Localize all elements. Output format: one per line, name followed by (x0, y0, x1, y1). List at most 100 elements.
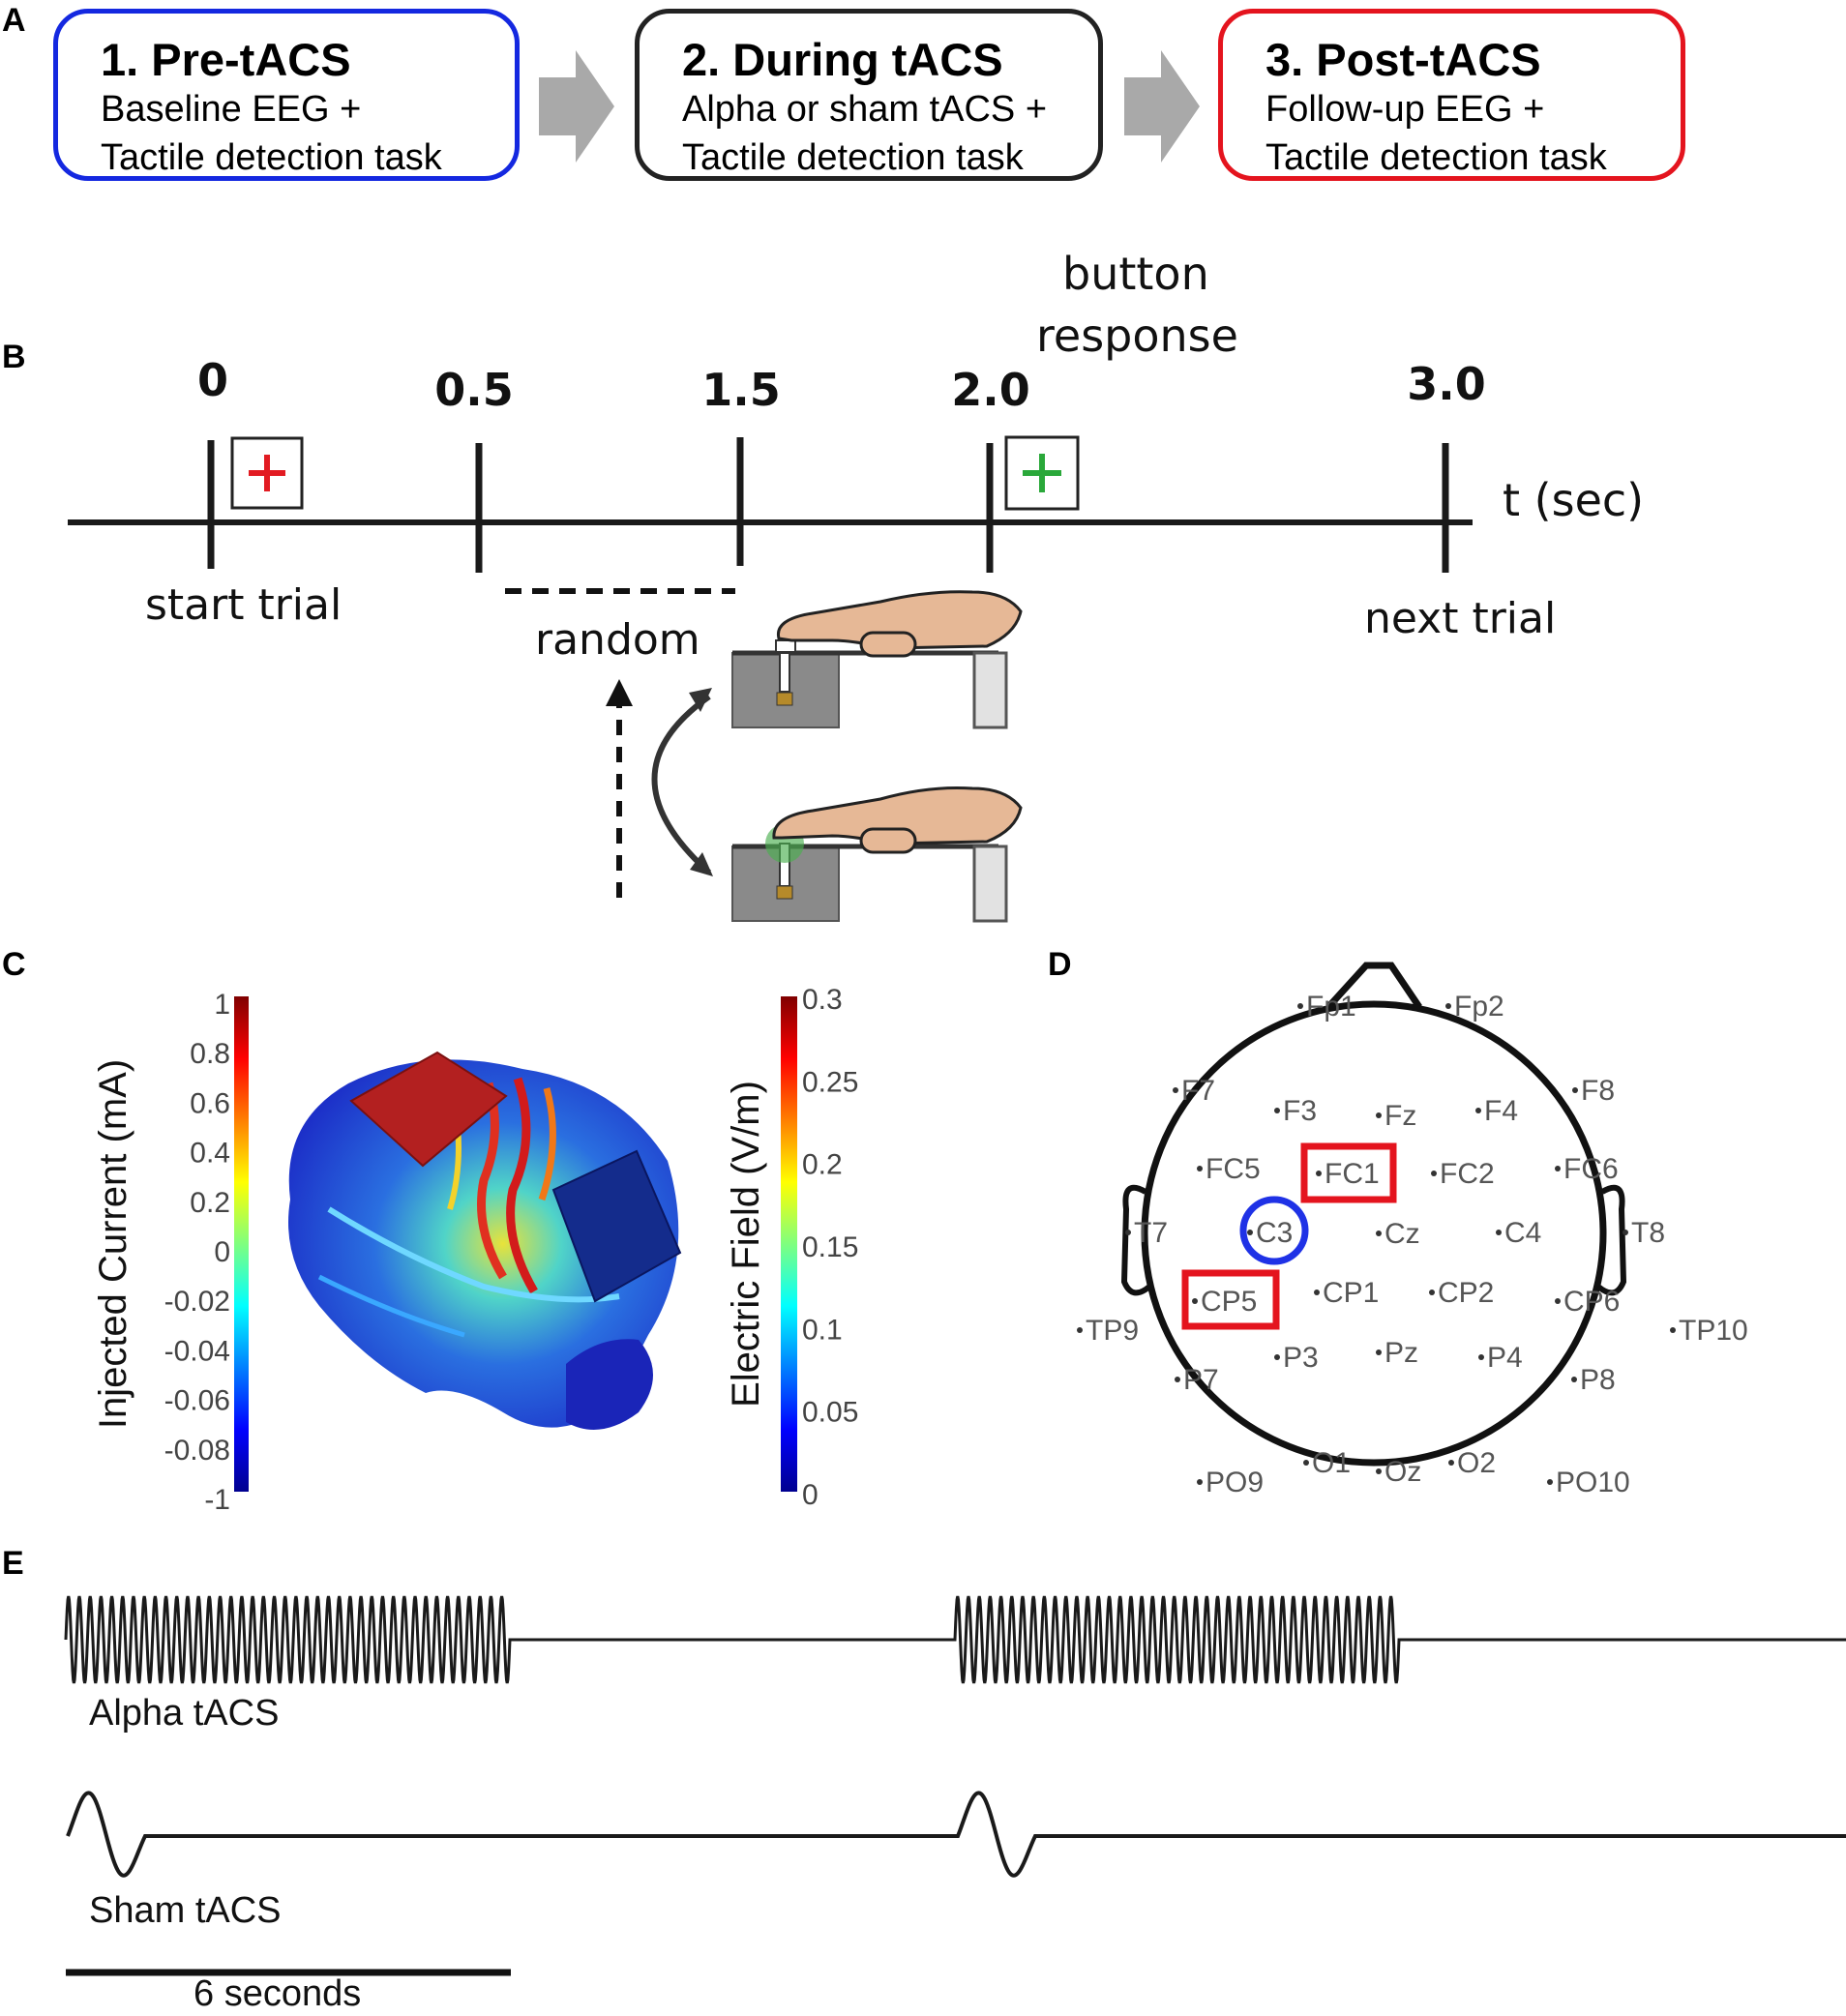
fixation-cross-green (1004, 435, 1080, 511)
electrode-label: PO10 (1556, 1467, 1630, 1498)
arrowhead-icon (689, 688, 712, 712)
electrode-f7: F7 (1173, 1075, 1215, 1107)
step-line: Alpha or sham tACS + (682, 89, 1048, 130)
step-line: Tactile detection task (1265, 137, 1607, 178)
electrode-label: Pz (1384, 1337, 1418, 1369)
electrode-label: FC1 (1325, 1158, 1380, 1190)
scale-bar-label: 6 seconds (194, 1973, 362, 2014)
electrode-label: P4 (1487, 1342, 1523, 1374)
head-outline (1141, 1000, 1607, 1467)
electrode-po10: PO10 (1547, 1467, 1630, 1498)
sham-tacs-wave (66, 1791, 1846, 1878)
electrode-dot (1197, 1479, 1203, 1485)
electrode-dot (1173, 1087, 1178, 1093)
panel-label-a: A (2, 2, 26, 39)
step-title: 3. Post-tACS (1265, 34, 1541, 85)
electrode-po9: PO9 (1197, 1467, 1264, 1498)
electrode-fc6: FC6 (1555, 1153, 1619, 1185)
electrode-label: FC6 (1563, 1153, 1619, 1185)
step-line: Tactile detection task (101, 137, 442, 178)
button-response-label: button (1062, 248, 1209, 300)
electrode-label: O2 (1457, 1447, 1496, 1479)
electrode-cathode (551, 1149, 682, 1303)
electrode-tp10: TP10 (1670, 1315, 1748, 1347)
alpha-tacs-label: Alpha tACS (89, 1693, 280, 1734)
electrode-dot (1274, 1354, 1280, 1360)
electrode-dot (1376, 1349, 1382, 1355)
panel-label-b: B (2, 339, 26, 375)
step-line: Follow-up EEG + (1265, 89, 1545, 130)
electrode-p3: P3 (1274, 1342, 1319, 1374)
current-tick-label: -0.02 (164, 1286, 230, 1318)
electrode-dot (1555, 1298, 1561, 1304)
field-tick-label: 0.25 (802, 1066, 858, 1098)
sham-tacs-label: Sham tACS (89, 1890, 282, 1931)
electrode-dot (1247, 1230, 1253, 1235)
electrode-dot (1175, 1377, 1180, 1382)
ear-right (1596, 1184, 1627, 1296)
electrode-dot (1125, 1230, 1131, 1235)
electrode-dot (1555, 1166, 1561, 1171)
electrode-label: P8 (1580, 1364, 1616, 1396)
electrode-dot (1376, 1230, 1382, 1236)
electrode-cz: Cz (1376, 1218, 1420, 1250)
highlight-fc1 (1300, 1142, 1397, 1203)
random-label: random (535, 615, 700, 665)
current-tick-label: 0 (214, 1236, 230, 1268)
field-tick-label: 0.2 (802, 1149, 843, 1181)
start-trial-label: start trial (145, 580, 342, 630)
electrode-dot (1429, 1290, 1435, 1295)
electrode-fc1: FC1 (1316, 1158, 1380, 1190)
current-tick-label: 0.8 (190, 1038, 230, 1070)
step-during-tacs: 2. During tACS Alpha or sham tACS + Tact… (635, 9, 1103, 181)
panel-label-e: E (2, 1545, 24, 1582)
current-colorbar (234, 996, 249, 1492)
electrode-label: PO9 (1206, 1467, 1264, 1498)
electrode-t7: T7 (1125, 1217, 1168, 1249)
current-tick-label: 0.4 (190, 1138, 230, 1170)
tick-label: 0 (196, 354, 229, 406)
electrode-label: Oz (1384, 1456, 1421, 1488)
electrode-label: Cz (1384, 1218, 1420, 1250)
electrode-fp2: Fp2 (1445, 991, 1504, 1023)
electrode-f4: F4 (1475, 1095, 1518, 1127)
current-tick-label: -1 (204, 1484, 230, 1516)
step-title: 1. Pre-tACS (101, 34, 351, 85)
electrode-cp6: CP6 (1555, 1286, 1620, 1318)
electrode-dot (1077, 1327, 1083, 1333)
electrode-cp5: CP5 (1192, 1286, 1257, 1318)
current-tick-label: -0.08 (164, 1435, 230, 1467)
electrode-label: TP9 (1086, 1315, 1139, 1347)
electrode-label: CP2 (1438, 1277, 1494, 1309)
electrode-dot (1197, 1166, 1203, 1171)
electrode-dot (1572, 1087, 1578, 1093)
step-line: Tactile detection task (682, 137, 1024, 178)
electrode-dot (1297, 1003, 1303, 1009)
electrode-c4: C4 (1496, 1217, 1541, 1249)
electrode-label: F8 (1581, 1075, 1615, 1107)
step-post-tacs: 3. Post-tACS Follow-up EEG + Tactile det… (1218, 9, 1685, 181)
electrode-oz: Oz (1376, 1456, 1421, 1488)
step-line: Baseline EEG + (101, 89, 362, 130)
current-tick-label: 0.6 (190, 1087, 230, 1119)
arrowhead-icon (690, 852, 713, 876)
brain-model (288, 1051, 682, 1430)
tick-label: 1.5 (701, 364, 781, 416)
current-tick-label: -0.04 (164, 1335, 230, 1367)
ear-left (1120, 1184, 1151, 1296)
electrode-dot (1316, 1171, 1322, 1176)
electrode-p7: P7 (1175, 1364, 1219, 1396)
arrow-right-icon (1124, 50, 1200, 163)
timeline-graphics (68, 435, 1473, 923)
field-tick-label: 0 (802, 1479, 819, 1511)
arrow-right-icon (539, 50, 614, 163)
step-pre-tacs: 1. Pre-tACS Baseline EEG + Tactile detec… (53, 9, 520, 181)
electrode-cp1: CP1 (1314, 1277, 1379, 1309)
field-tick-label: 0.3 (802, 984, 843, 1016)
electrode-label: T8 (1631, 1217, 1665, 1249)
fixation-cross-red (230, 436, 304, 510)
electrode-label: O1 (1312, 1447, 1351, 1479)
electrode-label: Fz (1384, 1100, 1416, 1132)
waveforms (64, 1595, 1846, 1976)
